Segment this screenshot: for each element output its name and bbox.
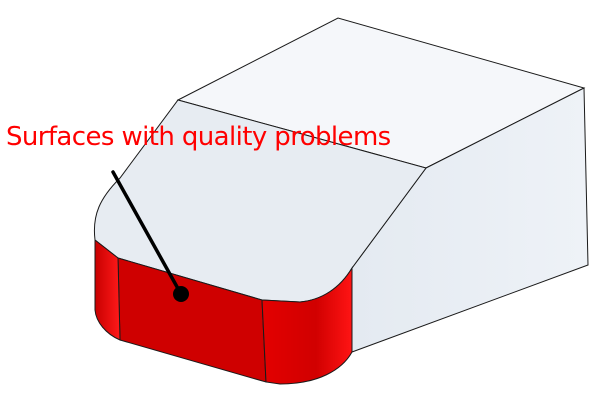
leader-line [111,170,183,296]
annotation-label: Surfaces with quality problems [6,122,391,152]
problem-surface-left-corner [94,238,121,341]
leader-dot [173,286,189,302]
problem-surface-right-corner [261,266,353,385]
